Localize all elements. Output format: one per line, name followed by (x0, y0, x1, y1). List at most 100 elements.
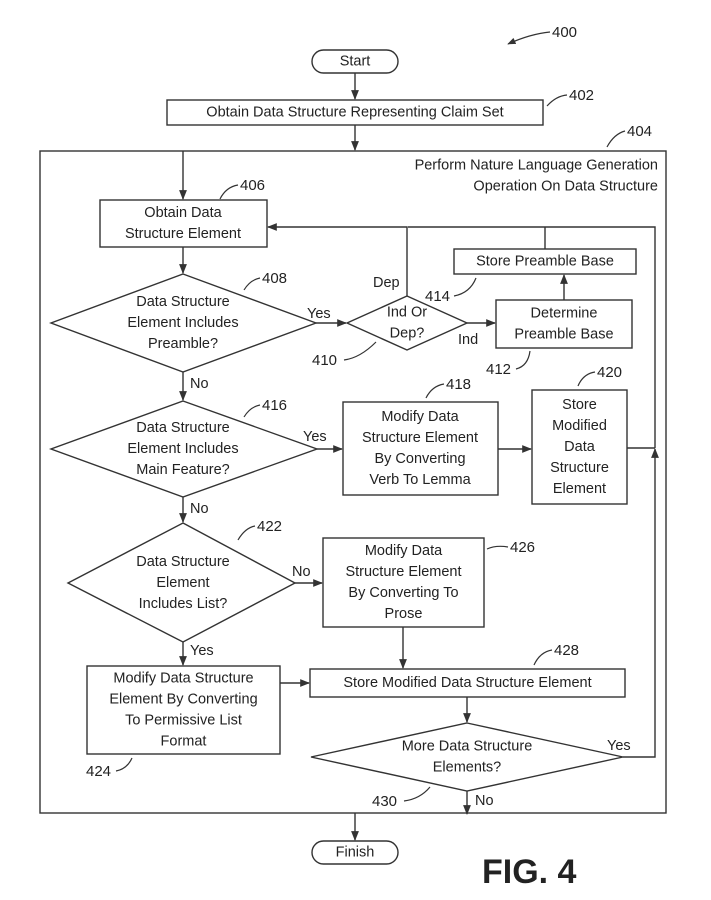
box404-line-2: Operation On Data Structure (473, 179, 658, 195)
edge-label-430-no: No (475, 793, 494, 809)
decision-430-more-elements (310, 722, 624, 792)
step424-line-1: Modify Data Structure (113, 671, 253, 687)
dec422-line-1: Data Structure (136, 554, 230, 570)
step428-line-1: Store Modified Data Structure Element (343, 675, 591, 691)
leader-400 (507, 31, 551, 45)
line-right-return (408, 226, 656, 448)
dec410-line-2: Dep? (390, 326, 425, 342)
leader-404 (606, 130, 626, 148)
step420-line-4: Structure (550, 460, 609, 476)
dec408-line-2: Element Includes (127, 315, 238, 331)
edge-label-408-no: No (190, 376, 209, 392)
step-428-label: Store Modified Data Structure Element (343, 675, 591, 691)
edge-label-416-yes: Yes (303, 429, 327, 445)
step414-line-1: Store Preamble Base (476, 254, 614, 270)
step406-line-2: Structure Element (125, 226, 241, 242)
edge-label-410-dep: Dep (373, 275, 400, 291)
step-426-convert-to-prose (322, 537, 485, 628)
dec408-line-1: Data Structure (136, 294, 230, 310)
leader-430 (403, 786, 431, 802)
step-412-determine-preamble-base (495, 299, 633, 349)
leader-416 (243, 404, 261, 418)
step426-line-4: Prose (385, 606, 423, 622)
leader-422 (237, 525, 256, 541)
step412-line-2: Preamble Base (514, 327, 613, 343)
step424-line-4: Format (161, 734, 207, 750)
decision-410-ind-or-dep (345, 295, 469, 351)
decision-410-label: Ind Or Dep? (387, 305, 427, 342)
leader-414 (453, 277, 477, 297)
dec408-line-3: Preamble? (148, 336, 218, 352)
step420-line-5: Element (553, 481, 606, 497)
start-label: Start (340, 54, 371, 70)
step426-line-1: Modify Data (365, 543, 443, 559)
arrow-410-dep-loop (267, 223, 408, 296)
box404-line-1: Perform Nature Language Generation (415, 158, 658, 174)
step420-line-1: Store (562, 397, 597, 413)
finish-line-1: Finish (336, 845, 375, 861)
step-414-label: Store Preamble Base (476, 254, 614, 270)
dec430-line-1: More Data Structure (402, 739, 533, 755)
leader-402 (546, 94, 568, 107)
step412-line-1: Determine (531, 306, 598, 322)
step424-line-2: Element By Converting (109, 692, 257, 708)
leader-424 (115, 757, 133, 772)
ref-426: 426 (510, 539, 535, 556)
leader-428 (533, 649, 553, 666)
edge-label-416-no: No (190, 501, 209, 517)
edge-label-410-ind: Ind (458, 332, 478, 348)
step424-line-3: To Permissive List (125, 713, 242, 729)
ref-422: 422 (257, 518, 282, 535)
edge-label-422-yes: Yes (190, 643, 214, 659)
step-420-store-modified-element (531, 389, 628, 505)
leader-420 (577, 371, 596, 387)
ref-412: 412 (486, 361, 511, 378)
step-418-convert-verb-to-lemma (342, 401, 499, 496)
ref-410: 410 (312, 352, 337, 369)
step418-line-2: Structure Element (362, 430, 478, 446)
ref-404: 404 (627, 123, 652, 140)
step402-line-1: Obtain Data Structure Representing Claim… (206, 105, 503, 121)
leader-410 (343, 341, 377, 361)
ref-428: 428 (554, 642, 579, 659)
dec416-line-1: Data Structure (136, 420, 230, 436)
step-402-label: Obtain Data Structure Representing Claim… (206, 105, 503, 121)
box-404-nlg-operation (39, 150, 667, 814)
step418-line-3: By Converting (374, 451, 465, 467)
ref-418: 418 (446, 376, 471, 393)
ref-400: 400 (552, 24, 577, 41)
step-414-store-preamble-base (453, 248, 637, 275)
edge-label-430-yes: Yes (607, 738, 631, 754)
step420-line-3: Data (564, 439, 596, 455)
finish-label: Finish (336, 845, 375, 861)
edge-label-408-yes: Yes (307, 306, 331, 322)
start-line-1: Start (340, 54, 371, 70)
ref-416: 416 (262, 397, 287, 414)
step418-line-1: Modify Data (381, 409, 459, 425)
dec416-line-3: Main Feature? (136, 462, 230, 478)
step406-line-1: Obtain Data (144, 205, 222, 221)
ref-414: 414 (425, 288, 450, 305)
step418-line-4: Verb To Lemma (369, 472, 471, 488)
dec422-line-3: Includes List? (139, 596, 228, 612)
step-424-convert-to-permissive-list (86, 665, 281, 755)
ref-406: 406 (240, 177, 265, 194)
finish-terminal (311, 840, 399, 865)
dec430-line-2: Elements? (433, 760, 502, 776)
leader-426 (486, 545, 509, 550)
dec410-line-1: Ind Or (387, 305, 427, 321)
ref-430: 430 (372, 793, 397, 810)
step-402-obtain-data-structure (166, 99, 544, 126)
leader-418 (425, 383, 445, 399)
ref-408: 408 (262, 270, 287, 287)
